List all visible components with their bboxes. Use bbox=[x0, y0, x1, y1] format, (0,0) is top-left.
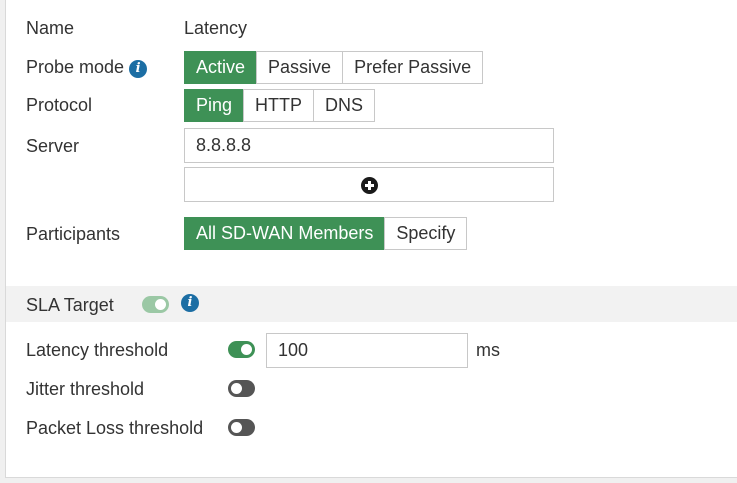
latency-threshold-label: Latency threshold bbox=[26, 340, 169, 360]
toggle-knob bbox=[231, 422, 242, 433]
sla-target-section: SLA Target i bbox=[6, 286, 737, 322]
packet-loss-threshold-toggle[interactable] bbox=[228, 419, 255, 436]
toggle-knob bbox=[231, 383, 242, 394]
jitter-threshold-toggle[interactable] bbox=[228, 380, 255, 397]
packet-loss-threshold-label: Packet Loss threshold bbox=[26, 418, 204, 438]
toggle-knob bbox=[155, 299, 166, 310]
protocol-selector: Ping HTTP DNS bbox=[184, 89, 376, 122]
server-label: Server bbox=[26, 136, 80, 156]
participants-selector: All SD-WAN Members Specify bbox=[184, 217, 468, 250]
sla-target-toggle[interactable] bbox=[142, 296, 169, 313]
sla-target-label: SLA Target bbox=[26, 295, 114, 315]
toggle-knob bbox=[241, 344, 252, 355]
participants-all-members-button[interactable]: All SD-WAN Members bbox=[184, 217, 386, 250]
participants-label: Participants bbox=[26, 224, 121, 244]
probe-mode-selector: Active Passive Prefer Passive bbox=[184, 51, 484, 84]
latency-threshold-input[interactable]: 100 bbox=[266, 333, 468, 368]
latency-unit-label: ms bbox=[476, 340, 500, 360]
server-input[interactable]: 8.8.8.8 bbox=[184, 128, 554, 163]
protocol-ping-button[interactable]: Ping bbox=[184, 89, 245, 122]
info-icon[interactable]: i bbox=[129, 60, 148, 78]
probe-mode-active-button[interactable]: Active bbox=[184, 51, 258, 84]
participants-specify-button[interactable]: Specify bbox=[384, 217, 468, 250]
jitter-threshold-label: Jitter threshold bbox=[26, 379, 145, 399]
name-label: Name bbox=[26, 18, 75, 38]
latency-threshold-toggle[interactable] bbox=[228, 341, 255, 358]
protocol-dns-button[interactable]: DNS bbox=[313, 89, 376, 122]
probe-mode-label: Probe mode i bbox=[26, 55, 148, 79]
probe-mode-prefer-passive-button[interactable]: Prefer Passive bbox=[342, 51, 484, 84]
probe-mode-label-text: Probe mode bbox=[26, 57, 125, 77]
probe-mode-passive-button[interactable]: Passive bbox=[256, 51, 344, 84]
name-value: Latency bbox=[184, 18, 248, 38]
info-icon[interactable]: i bbox=[181, 294, 199, 312]
sla-settings-panel: Name Latency Probe mode i Active Passive… bbox=[5, 0, 737, 478]
protocol-http-button[interactable]: HTTP bbox=[243, 89, 315, 122]
plus-circle-icon bbox=[361, 176, 378, 194]
protocol-label: Protocol bbox=[26, 95, 93, 115]
add-server-button[interactable] bbox=[184, 167, 554, 202]
